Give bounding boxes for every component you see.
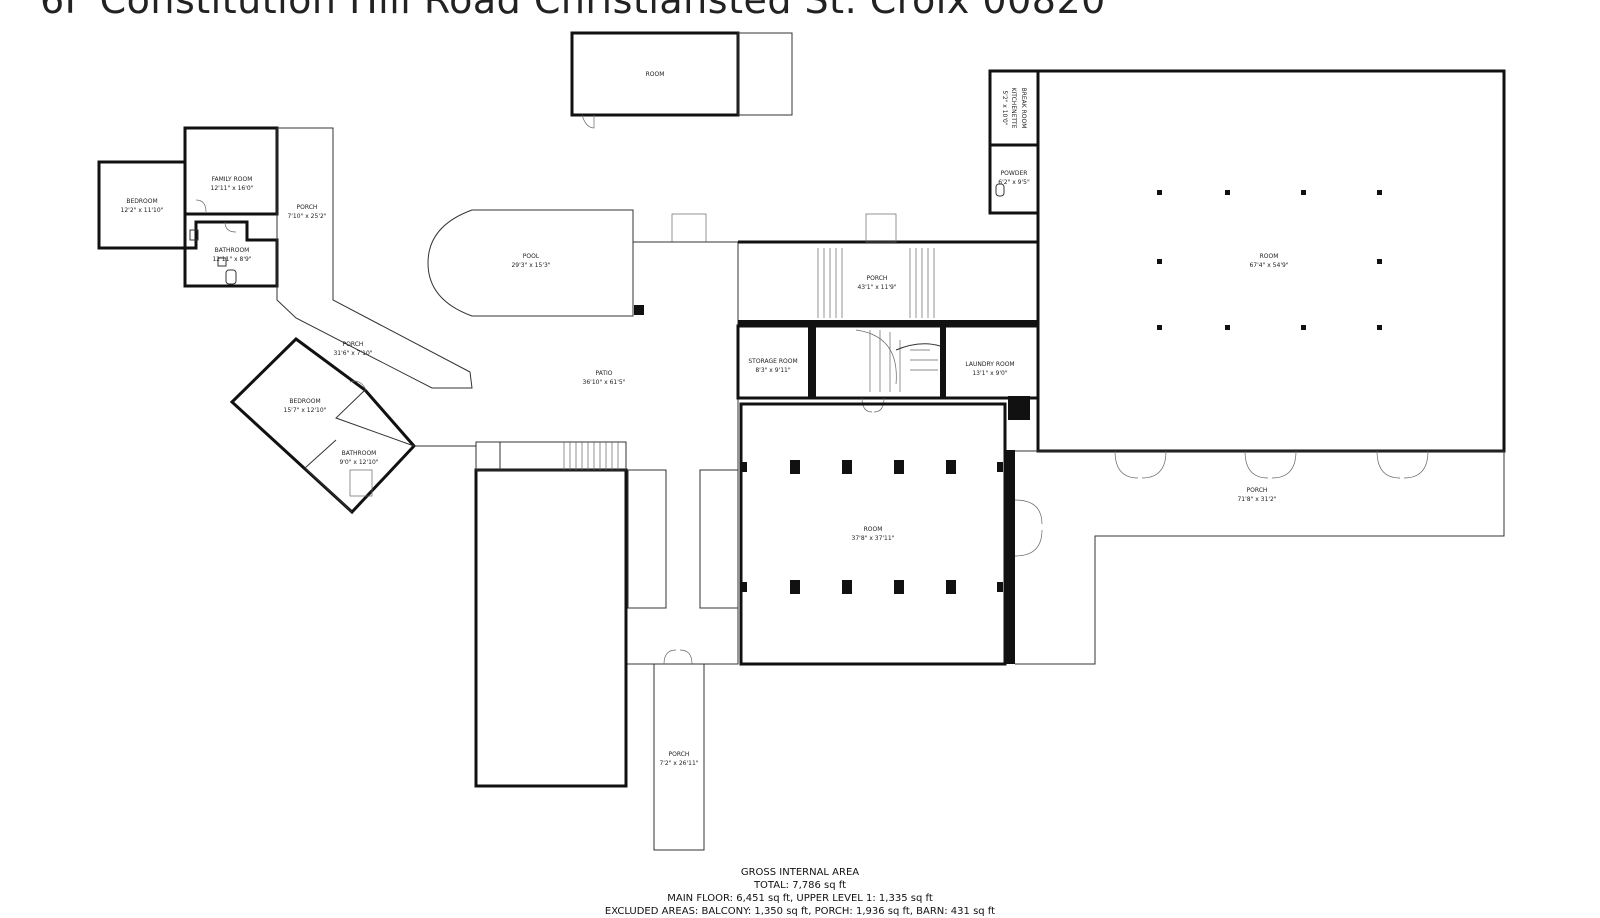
- bedroom-1-dims: 12'2" x 11'10": [121, 207, 164, 214]
- porch-e-label: PORCH: [669, 751, 690, 758]
- bathroom-2-dims: 9'0" x 12'10": [339, 459, 378, 466]
- break-room-dims: 5'2" x 10'0": [1001, 90, 1008, 126]
- powder-dims: 6'2" x 9'5": [998, 179, 1030, 186]
- pool-dims: 29'3" x 15'3": [511, 262, 550, 269]
- page-title: 6F Constitution Hill Road Christiansted …: [40, 0, 1106, 22]
- patio-label: PATIO: [595, 370, 612, 377]
- room-top-label: ROOM: [646, 71, 665, 78]
- porch-d-label: PORCH: [1247, 487, 1268, 494]
- bedroom-2-cluster: BEDROOM 15'7" x 12'10" BATHROOM 9'0" x 1…: [229, 337, 417, 515]
- patio-dims: 36'10" x 61'5": [583, 379, 626, 386]
- bedroom-1-label: BEDROOM: [126, 198, 157, 205]
- porch-walkway: PORCH 7'10" x 25'2" PORCH 31'6" x 7'10": [276, 127, 473, 389]
- room-big-label: ROOM: [1260, 253, 1279, 260]
- service-block: STORAGE ROOM 8'3" x 9'11" LAUNDRY ROOM 1…: [736, 324, 1040, 420]
- porch-e-dims: 7'2" x 26'11": [659, 760, 698, 767]
- powder-label: POWDER: [1001, 170, 1028, 177]
- porch-d-dims: 71'8" x 31'2": [1237, 496, 1276, 503]
- room-big: ROOM 67'4" x 54'9": [1036, 69, 1506, 453]
- bathroom-1-label: BATHROOM: [215, 247, 250, 254]
- porch-b-dims: 31'6" x 7'10": [333, 350, 372, 357]
- pool-label: POOL: [523, 253, 540, 260]
- area-total: TOTAL: 7,786 sq ft: [753, 880, 847, 891]
- family-room-dims: 12'11" x 16'0": [211, 185, 254, 192]
- porch-b-label: PORCH: [343, 341, 364, 348]
- central-porch: PORCH 43'1" x 11'9": [738, 213, 1038, 326]
- gross-area-summary: GROSS INTERNAL AREA TOTAL: 7,786 sq ft M…: [0, 866, 1600, 918]
- laundry-dims: 13'1" x 9'0": [972, 370, 1008, 377]
- porch-bottom: PORCH 7'2" x 26'11": [653, 649, 705, 851]
- break-room-sub: KITCHENETTE: [1010, 88, 1017, 129]
- room-mid-label: ROOM: [864, 526, 883, 533]
- family-room-label: FAMILY ROOM: [212, 176, 253, 183]
- storage-dims: 8'3" x 9'11": [755, 367, 791, 374]
- bathroom-2-label: BATHROOM: [342, 450, 377, 457]
- porch-right: PORCH 71'8" x 31'2": [1014, 450, 1505, 665]
- laundry-label: LAUNDRY ROOM: [965, 361, 1014, 368]
- bedroom-2-dims: 15'7" x 12'10": [284, 407, 327, 414]
- storage-label: STORAGE ROOM: [748, 358, 797, 365]
- bathroom-1-dims: 12'11" x 8'9": [212, 256, 251, 263]
- break-room-label: BREAK ROOM: [1020, 88, 1027, 129]
- lower-structure: [474, 441, 628, 788]
- porch-a-label: PORCH: [297, 204, 318, 211]
- room-mid: ROOM 37'8" x 37'11": [739, 402, 1015, 666]
- bedroom-2-label: BEDROOM: [289, 398, 320, 405]
- pool: POOL 29'3" x 15'3": [427, 209, 707, 317]
- family-room-cluster: FAMILY ROOM 12'11" x 16'0" BEDROOM 12'2"…: [97, 126, 279, 288]
- area-heading: GROSS INTERNAL AREA: [740, 867, 860, 878]
- area-excluded: EXCLUDED AREAS: BALCONY: 1,350 sq ft, PO…: [604, 906, 996, 917]
- porch-c-dims: 43'1" x 11'9": [857, 284, 896, 291]
- break-powder: BREAK ROOM KITCHENETTE 5'2" x 10'0" POWD…: [988, 69, 1040, 215]
- room-mid-dims: 37'8" x 37'11": [852, 535, 895, 542]
- porch-a-dims: 7'10" x 25'2": [287, 213, 326, 220]
- area-floors: MAIN FLOOR: 6,451 sq ft, UPPER LEVEL 1: …: [667, 893, 933, 904]
- room-top: ROOM: [570, 31, 793, 129]
- porch-c-label: PORCH: [867, 275, 888, 282]
- room-big-dims: 67'4" x 54'9": [1249, 262, 1288, 269]
